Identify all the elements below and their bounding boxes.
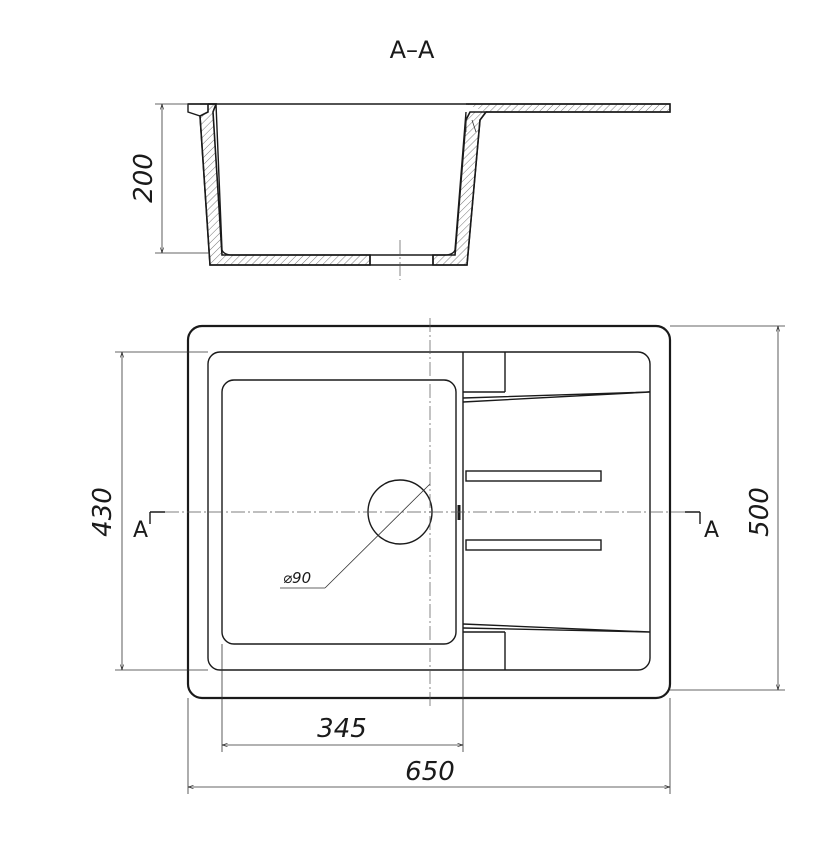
bowl-height-dim-label: 430 — [88, 487, 118, 537]
bowl-width-dim-label: 345 — [317, 714, 367, 744]
depth-dim-label: 200 — [129, 153, 159, 203]
plan-view: ⌀90 A A 650 345 500 430 — [88, 318, 785, 794]
plan-inner-rim — [207, 351, 651, 671]
cut-mark-right — [685, 511, 701, 524]
drain-leader — [324, 483, 431, 589]
drain-hole — [367, 479, 433, 545]
section-drainboard-step2 — [471, 119, 477, 133]
section-drainboard — [466, 103, 671, 113]
section-title: A–A — [390, 36, 435, 64]
width-dim-label: 650 — [405, 757, 455, 787]
section-inner-bowl — [208, 103, 467, 256]
drainboard-bottom-slope — [462, 623, 651, 633]
drain-dim-label: ⌀90 — [283, 569, 311, 587]
section-left-wall — [188, 103, 371, 266]
height-dim-label: 500 — [745, 487, 775, 537]
section-outer-contour — [187, 103, 671, 266]
cut-mark-left — [149, 511, 165, 524]
cut-label-left: A — [133, 518, 148, 543]
drainboard-top-slope — [462, 391, 651, 403]
cut-label-right: A — [704, 518, 719, 543]
section-view: A–A 200 — [129, 36, 671, 280]
drainboard-rib-upper — [465, 470, 602, 482]
drainboard-rib-lower — [465, 539, 602, 551]
